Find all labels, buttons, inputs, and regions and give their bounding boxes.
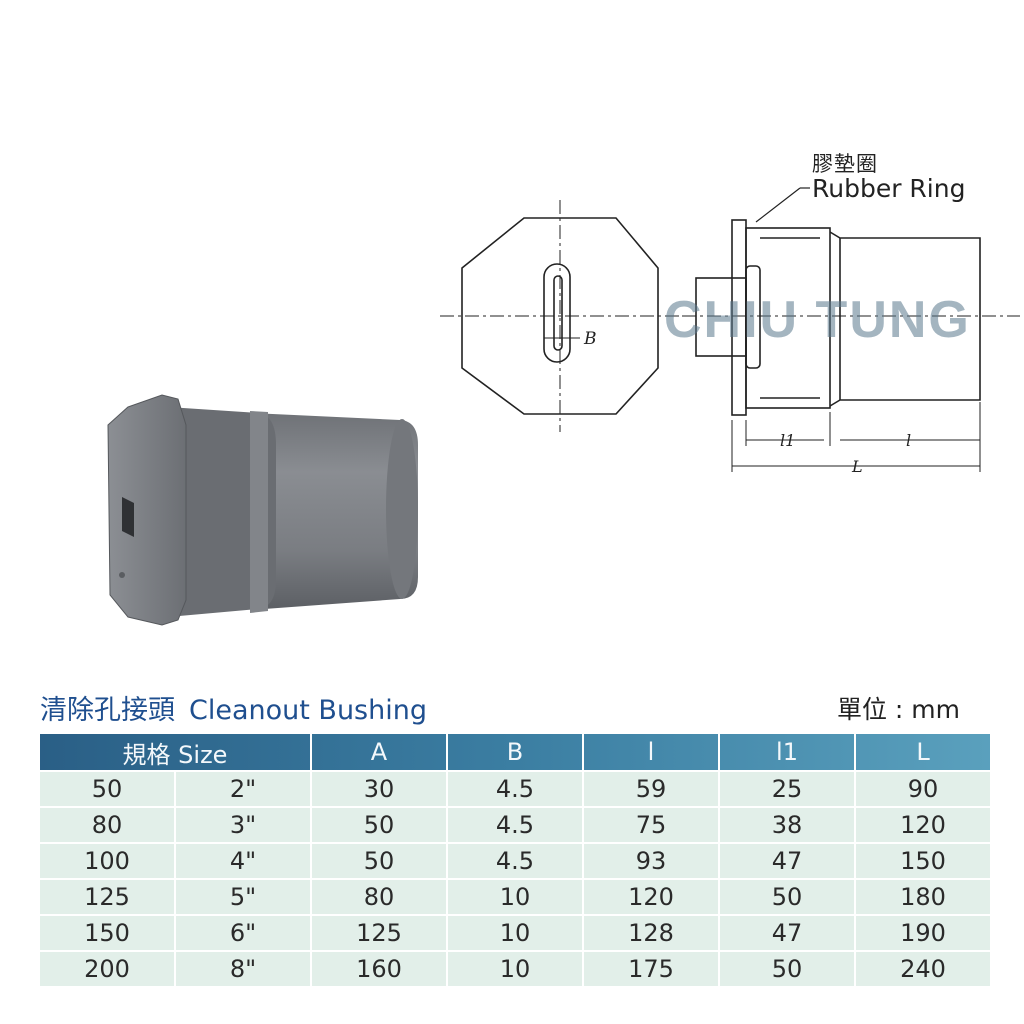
product-title: 清除孔接頭 Cleanout Bushing (40, 688, 427, 727)
table-cell: 80 (40, 806, 176, 842)
header-l: l (584, 734, 720, 770)
table-cell: 6" (176, 914, 312, 950)
table-cell: 240 (856, 950, 990, 986)
technical-drawing: B l1 l L (440, 187, 1020, 476)
table-cell: 175 (584, 950, 720, 986)
table-cell: 50 (40, 770, 176, 806)
header-size: 規格 Size (40, 734, 312, 770)
table-cell: 50 (312, 842, 448, 878)
table-cell: 190 (856, 914, 990, 950)
header-A: A (312, 734, 448, 770)
rubber-ring-label-zh: 膠墊圈 (812, 152, 878, 176)
table-cell: 25 (720, 770, 856, 806)
table-cell: 30 (312, 770, 448, 806)
table-cell: 50 (312, 806, 448, 842)
table-cell: 4.5 (448, 842, 584, 878)
table-cell: 2" (176, 770, 312, 806)
table-cell: 59 (584, 770, 720, 806)
table-cell: 150 (856, 842, 990, 878)
table-cell: 160 (312, 950, 448, 986)
table-cell: 200 (40, 950, 176, 986)
table-cell: 120 (584, 878, 720, 914)
table-cell: 4.5 (448, 806, 584, 842)
end-view-octagon (461, 217, 659, 415)
table-cell: 3" (176, 806, 312, 842)
table-cell: 5" (176, 878, 312, 914)
table-cell: 8" (176, 950, 312, 986)
table-cell: 75 (584, 806, 720, 842)
table-cell: 90 (856, 770, 990, 806)
table-cell: 4" (176, 842, 312, 878)
table-header-row: 規格 Size A B l l1 L (40, 734, 990, 770)
header-L: L (916, 738, 930, 766)
rubber-ring-label-en: Rubber Ring (812, 174, 966, 203)
table-cell: 120 (856, 806, 990, 842)
table-cell: 10 (448, 914, 584, 950)
table-cell: 128 (584, 914, 720, 950)
header-l1: l1 (720, 734, 856, 770)
table-cell: 125 (40, 878, 176, 914)
slot-outline (543, 263, 571, 363)
table-cell: 4.5 (448, 770, 584, 806)
table-cell: 47 (720, 914, 856, 950)
product-title-zh: 清除孔接頭 (40, 695, 175, 726)
table-cell: 38 (720, 806, 856, 842)
table-cell: 80 (312, 878, 448, 914)
unit-label: 單位 : mm (836, 695, 960, 724)
brand-watermark: CHIU TUNG (664, 291, 971, 349)
table-cell: 50 (720, 950, 856, 986)
product-title-en: Cleanout Bushing (189, 695, 427, 726)
header-B: B (448, 734, 584, 770)
dim-B-label: B (583, 329, 597, 349)
dim-l1-label: l1 (780, 431, 795, 450)
table-cell: 10 (448, 878, 584, 914)
table-cell: 180 (856, 878, 990, 914)
table-cell: 47 (720, 842, 856, 878)
table-cell: 150 (40, 914, 176, 950)
table-cell: 50 (720, 878, 856, 914)
table-cell: 10 (448, 950, 584, 986)
table-cell: 125 (312, 914, 448, 950)
dim-L-label: L (851, 457, 863, 476)
table-cell: 100 (40, 842, 176, 878)
dim-l-label: l (906, 431, 911, 450)
table-cell: 93 (584, 842, 720, 878)
product-photo (107, 394, 418, 626)
